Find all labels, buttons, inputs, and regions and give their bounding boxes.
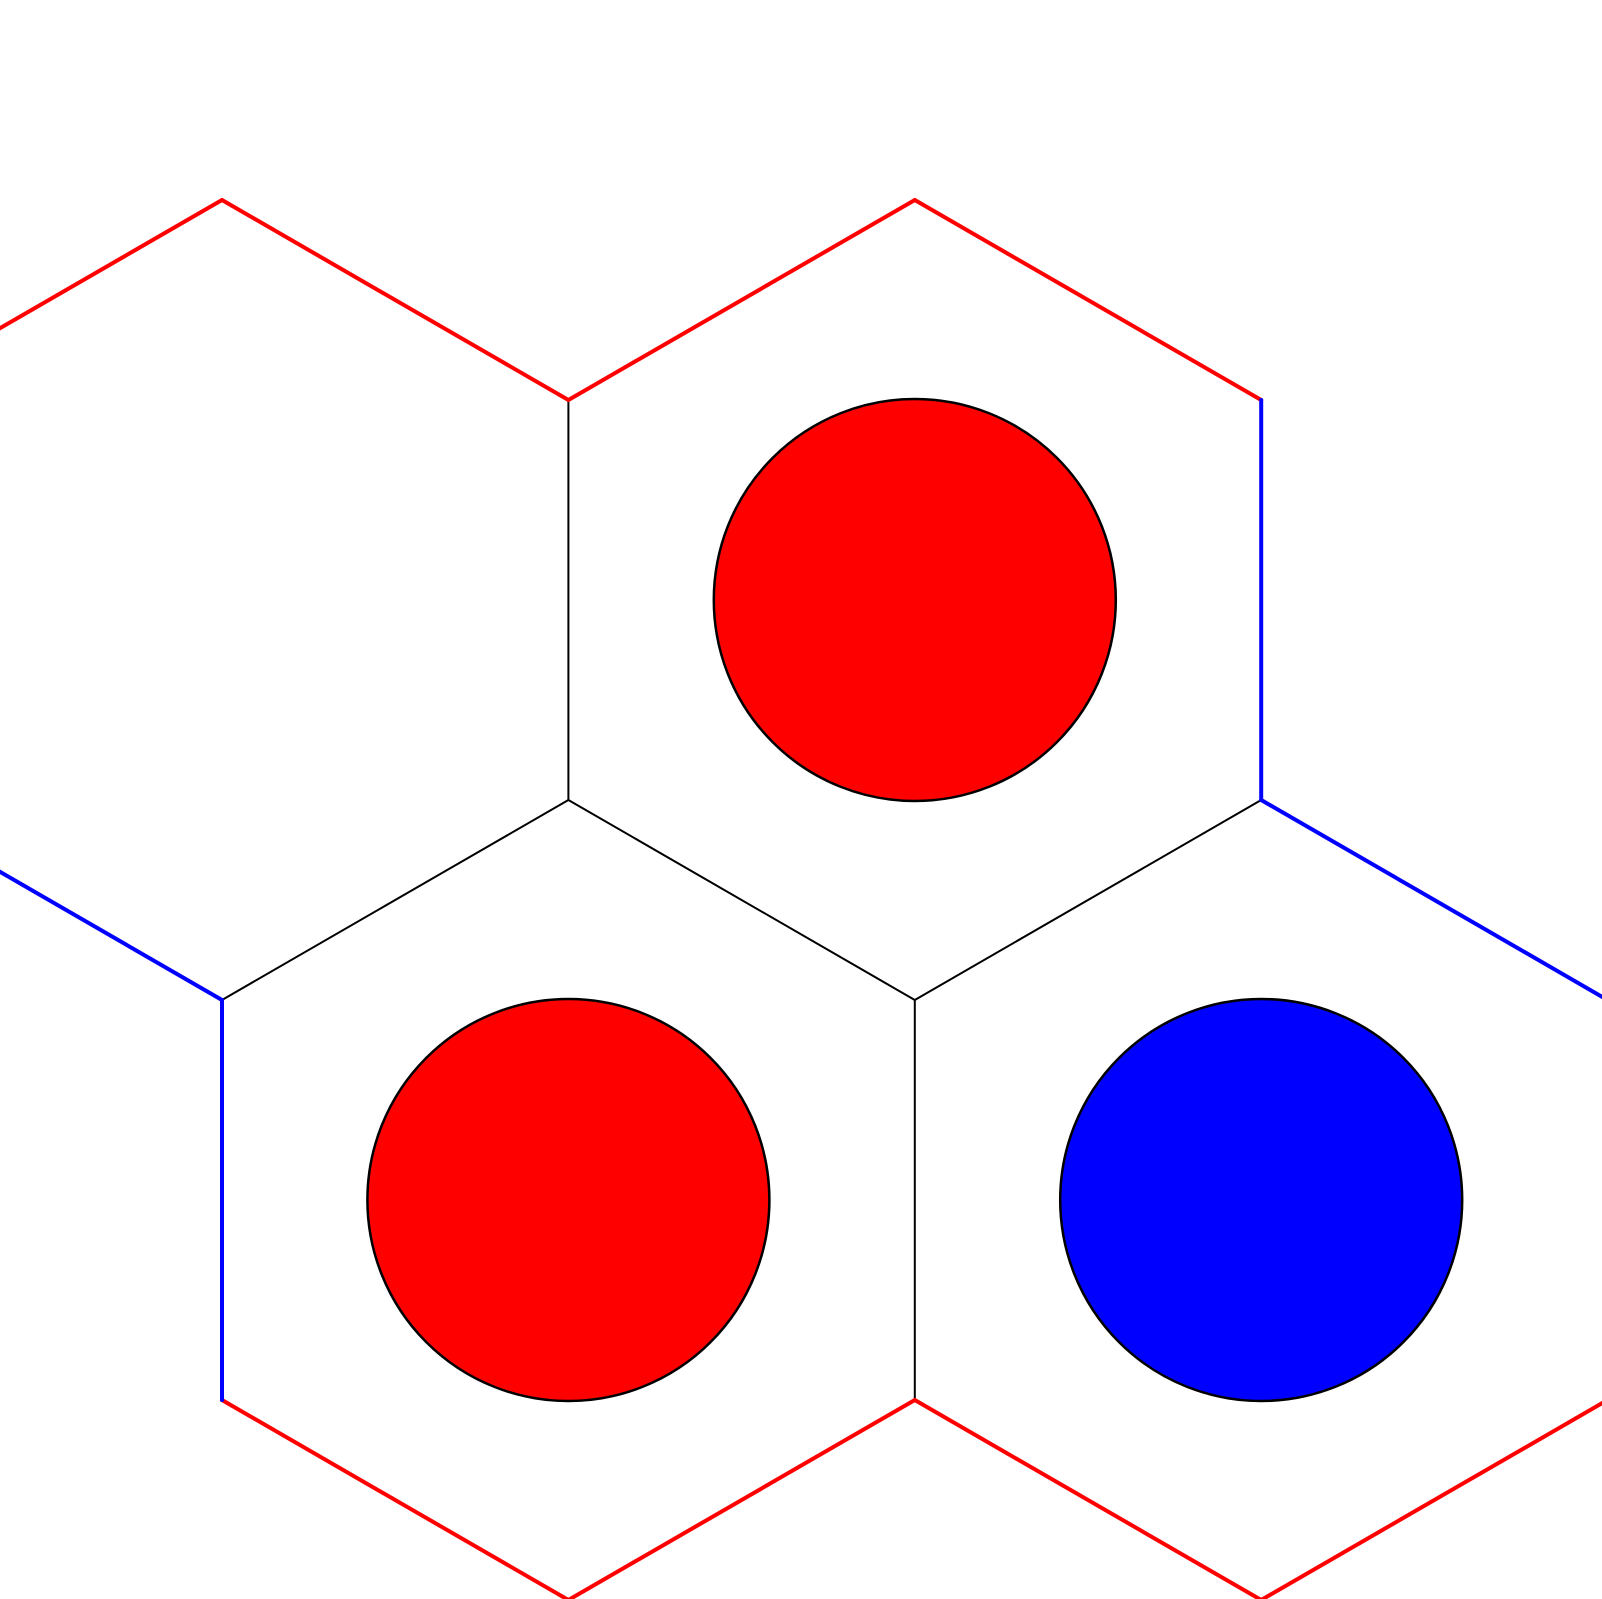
- stone-layer: [366, 397, 1464, 1403]
- edge-layer: [0, 198, 1602, 1599]
- stone-red-b1: [712, 397, 1118, 803]
- red-border-edge: [220, 1398, 571, 1599]
- red-border-edge: [1259, 1400, 1602, 1599]
- blue-border-edge: [1259, 798, 1602, 1000]
- stone-blue-b2: [1058, 997, 1464, 1403]
- blue-border-edge: [0, 869, 224, 1002]
- red-border-edge: [0, 198, 224, 331]
- red-border-edge: [566, 1398, 917, 1599]
- cell-layer: [0, 200, 1602, 1599]
- stone-red-a2: [366, 997, 771, 1403]
- inner-edge: [567, 799, 916, 1001]
- red-border-edge: [912, 1398, 1263, 1599]
- inner-edge: [913, 799, 1263, 1001]
- red-border-edge: [912, 198, 1264, 402]
- red-border-edge: [220, 198, 571, 402]
- red-border-edge: [566, 198, 917, 402]
- inner-edge: [221, 799, 570, 1001]
